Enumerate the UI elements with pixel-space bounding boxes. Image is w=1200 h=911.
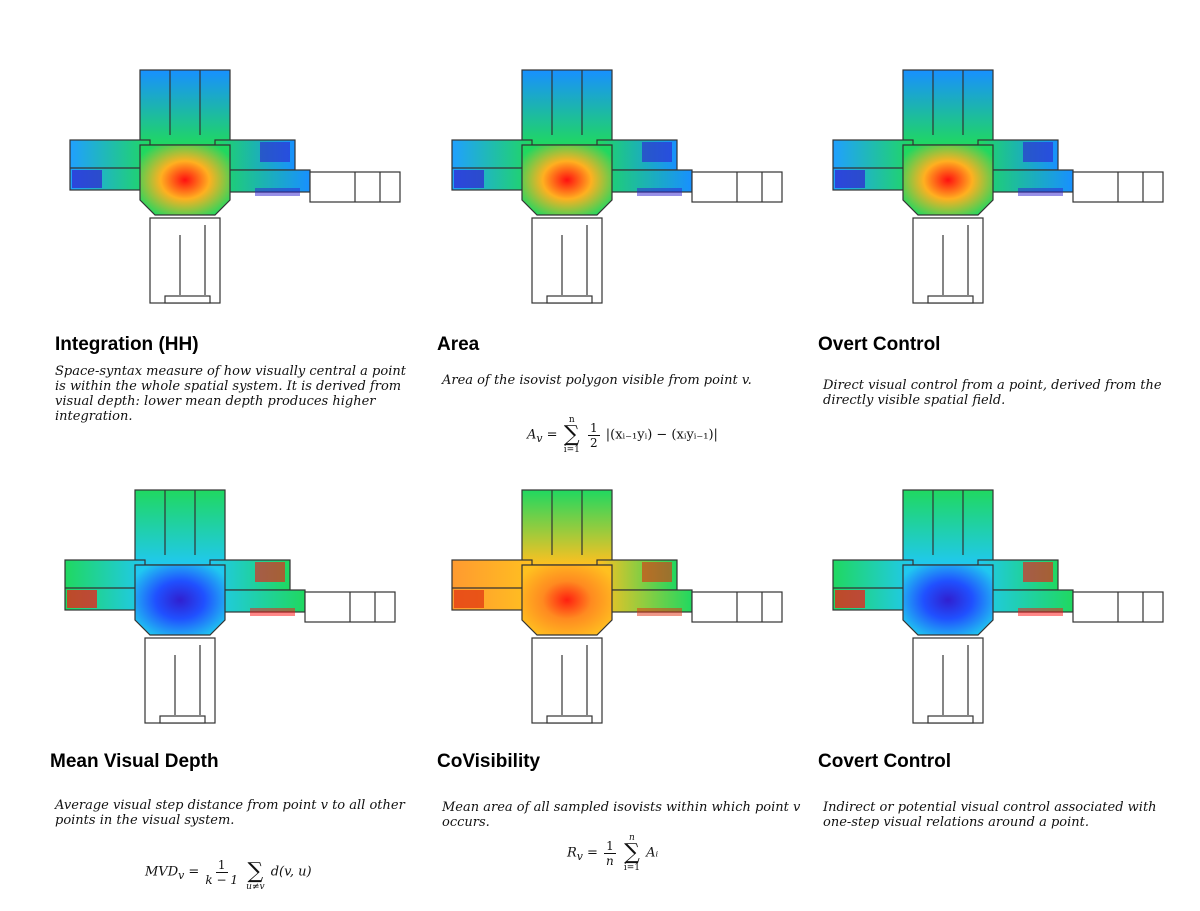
panel-title: Covert Control — [818, 751, 951, 772]
panel-title: Overt Control — [818, 334, 941, 355]
panel-covert-control: Covert Control Indirect or potential vis… — [818, 480, 1198, 900]
panel-integration: Integration (HH) Space-syntax measure of… — [55, 60, 435, 440]
floor-plan-heatmap — [64, 489, 396, 724]
panel-description: Mean area of all sampled isovists within… — [442, 800, 801, 830]
panel-description: Area of the isovist polygon visible from… — [442, 373, 752, 388]
floor-plan-heatmap — [451, 489, 783, 724]
panel-title: CoVisibility — [437, 751, 541, 772]
panel-overt-control: Overt Control Direct visual control from… — [818, 60, 1198, 440]
panel-title: Mean Visual Depth — [50, 751, 219, 772]
panel-description: Indirect or potential visual control ass… — [823, 800, 1157, 830]
panel-covisibility: CoVisibility Mean area of all sampled is… — [437, 480, 817, 900]
panel-title: Integration (HH) — [55, 334, 199, 355]
panel-description: Direct visual control from a point, deri… — [823, 378, 1162, 408]
floor-plan-heatmap — [832, 489, 1164, 724]
floor-plan-heatmap — [451, 69, 783, 304]
panel-title: Area — [437, 334, 480, 355]
panel-description: Average visual step distance from point … — [55, 798, 405, 828]
panel-area: Area Area of the isovist polygon visible… — [437, 60, 817, 460]
floor-plan-heatmap — [69, 69, 401, 304]
panel-mean-visual-depth: Mean Visual Depth Average visual step di… — [50, 480, 430, 900]
floor-plan-heatmap — [832, 69, 1164, 304]
panel-description: Space-syntax measure of how visually cen… — [55, 364, 406, 424]
